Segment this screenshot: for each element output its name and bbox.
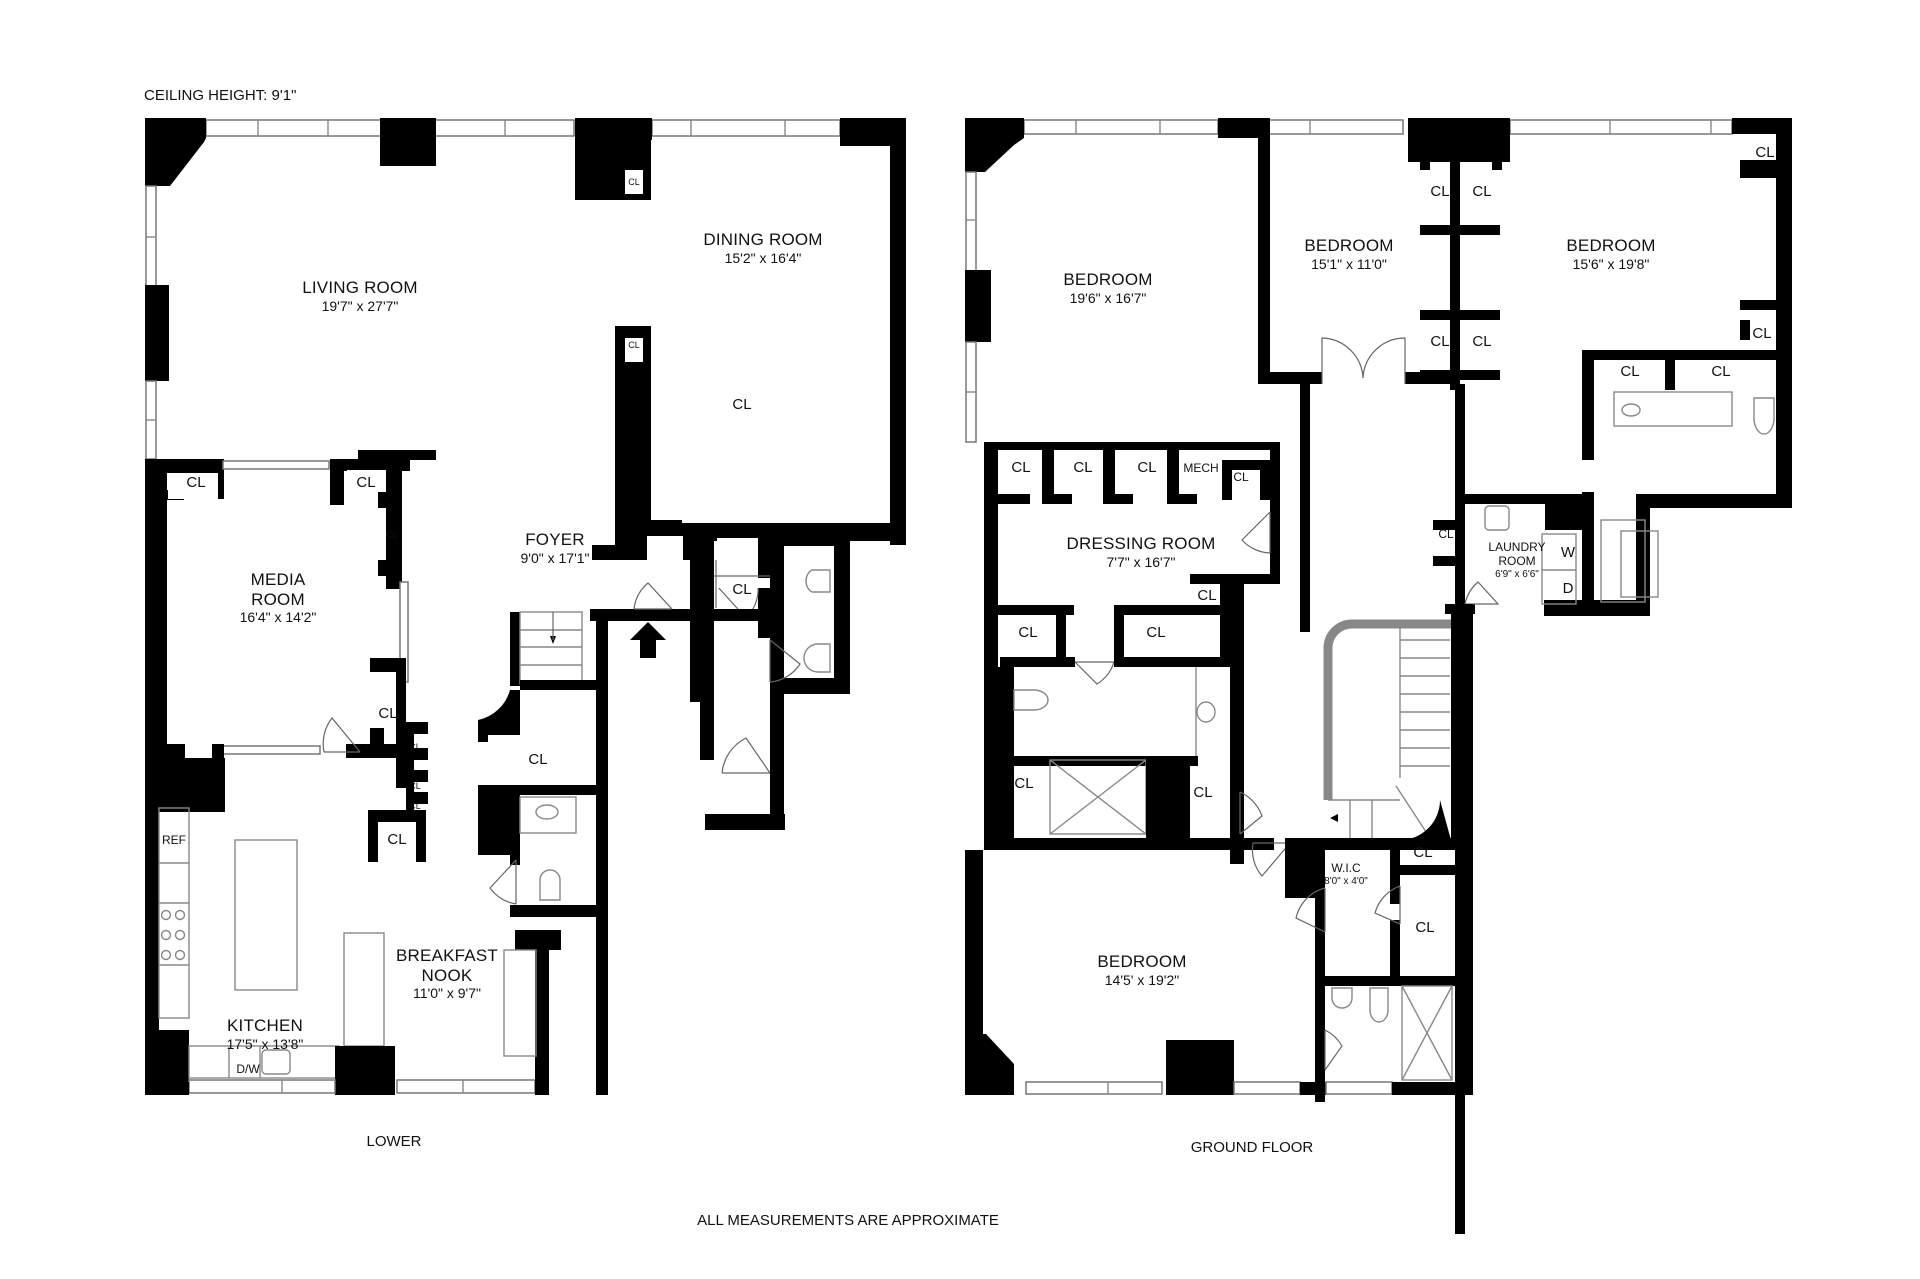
room-laundry-room: LAUNDRY ROOM 6'9" x 6'6" bbox=[1488, 540, 1546, 580]
room-name: DINING ROOM bbox=[703, 230, 823, 249]
room-dimensions: 19'7" x 27'7" bbox=[321, 297, 399, 314]
closet-label: CL bbox=[1755, 144, 1775, 161]
room-name-line1: BREAKFAST bbox=[396, 946, 498, 965]
closet-label: CL bbox=[1014, 775, 1034, 792]
room-name: BEDROOM bbox=[1097, 952, 1187, 971]
room-dimensions: 15'2" x 16'4" bbox=[724, 249, 802, 266]
closet-label: CL bbox=[1415, 919, 1435, 936]
measurements-disclaimer: ALL MEASUREMENTS ARE APPROXIMATE bbox=[697, 1212, 999, 1229]
closet-label: CL bbox=[1018, 624, 1038, 641]
room-dining-room: DINING ROOM 15'2" x 16'4" bbox=[703, 230, 822, 266]
closet-label: CL bbox=[1620, 363, 1640, 380]
room-name-line1: LAUNDRY bbox=[1488, 540, 1546, 554]
floor-title-lower: LOWER bbox=[366, 1133, 422, 1150]
closet-label: CL bbox=[387, 831, 407, 848]
closet-label: CL bbox=[1137, 459, 1157, 476]
room-name-line2: ROOM bbox=[1498, 553, 1536, 568]
room-dimensions: 8'0" x 4'0" bbox=[1324, 875, 1368, 887]
closet-label: CL bbox=[1438, 527, 1454, 541]
room-dimensions: 15'1" x 11'0" bbox=[1311, 255, 1387, 272]
closet-label: CL bbox=[356, 474, 376, 491]
refrigerator-label: REF bbox=[162, 833, 186, 847]
room-name: BEDROOM bbox=[1566, 236, 1656, 255]
room-dimensions: 14'5' x 19'2" bbox=[1104, 971, 1180, 988]
room-bedroom-3: BEDROOM 15'6" x 19'8" bbox=[1566, 236, 1655, 272]
room-name: BEDROOM bbox=[1304, 236, 1394, 255]
closet-label: CL bbox=[732, 581, 752, 598]
dishwasher-label: D/W bbox=[236, 1062, 260, 1076]
room-bedroom-4: BEDROOM 14'5' x 19'2" bbox=[1097, 952, 1186, 988]
room-name: W.I.C bbox=[1331, 861, 1361, 875]
closet-label: CL bbox=[1430, 333, 1450, 350]
closet-label: CL bbox=[1472, 333, 1492, 350]
closet-label: CL bbox=[732, 396, 752, 413]
room-breakfast-nook: BREAKFAST NOOK 11'0" x 9'7" bbox=[396, 946, 498, 1001]
room-wic: W.I.C 8'0" x 4'0" bbox=[1324, 861, 1368, 887]
room-dimensions: 6'9" x 6'6" bbox=[1495, 568, 1539, 580]
room-living-room: LIVING ROOM 19'7" x 27'7" bbox=[302, 278, 418, 314]
ceiling-height-label: CEILING HEIGHT: 9'1" bbox=[144, 87, 297, 104]
floor-title-ground: GROUND FLOOR bbox=[1190, 1139, 1314, 1156]
closet-label: CL bbox=[378, 705, 398, 722]
room-foyer: FOYER 9'0" x 17'1" bbox=[521, 530, 590, 566]
mech-label: MECH bbox=[1183, 461, 1219, 475]
room-dressing-room: DRESSING ROOM 7'7" x 16'7" bbox=[1066, 534, 1215, 570]
room-name: DRESSING ROOM bbox=[1066, 534, 1216, 553]
closet-label: CL bbox=[409, 801, 421, 811]
room-name: BEDROOM bbox=[1063, 270, 1153, 289]
closet-label: CL bbox=[628, 340, 640, 350]
closet-label: CL bbox=[1073, 459, 1093, 476]
room-media-room: MEDIA ROOM 16'4" x 14'2" bbox=[240, 570, 317, 625]
room-dimensions: 7'7" x 16'7" bbox=[1106, 553, 1176, 570]
closet-label: CL bbox=[1430, 183, 1450, 200]
closet-label: CL bbox=[1197, 587, 1217, 604]
room-dimensions: 9'0" x 17'1" bbox=[520, 549, 590, 566]
closet-label: CL bbox=[528, 751, 548, 768]
room-name-line1: MEDIA bbox=[250, 570, 306, 589]
lower-floor-plan bbox=[145, 118, 906, 1095]
closet-label: CL bbox=[1472, 183, 1492, 200]
room-bedroom-2: BEDROOM 15'1" x 11'0" bbox=[1304, 236, 1393, 272]
washer-label: W bbox=[1560, 544, 1576, 561]
ground-floor-plan bbox=[965, 118, 1792, 1234]
room-dimensions: 16'4" x 14'2" bbox=[239, 609, 317, 626]
room-dimensions: 17'5" x 13'8" bbox=[226, 1035, 304, 1052]
closet-label: CL bbox=[1711, 363, 1731, 380]
closet-label: CL bbox=[409, 781, 421, 791]
room-name-line2: NOOK bbox=[421, 965, 473, 985]
room-kitchen: KITCHEN 17'5" x 13'8" bbox=[227, 1016, 304, 1052]
closet-label: CL bbox=[186, 474, 206, 491]
closet-label: CL bbox=[1233, 470, 1249, 484]
room-bedroom-1: BEDROOM 19'6" x 16'7" bbox=[1063, 270, 1152, 306]
closet-label: CL bbox=[386, 530, 398, 540]
closet-label: CL bbox=[628, 177, 640, 187]
closet-label: CL bbox=[1752, 325, 1772, 342]
room-name: LIVING ROOM bbox=[302, 278, 418, 297]
room-dimensions: 11'0" x 9'7" bbox=[413, 985, 481, 1002]
closet-label: CL bbox=[1413, 844, 1433, 861]
dryer-label: D bbox=[1562, 580, 1574, 597]
closet-label: CL bbox=[1146, 624, 1166, 641]
room-dimensions: 19'6" x 16'7" bbox=[1069, 289, 1147, 306]
room-name: KITCHEN bbox=[226, 1016, 304, 1035]
room-name: FOYER bbox=[525, 530, 585, 549]
room-name-line2: ROOM bbox=[251, 589, 305, 609]
room-dimensions: 15'6" x 19'8" bbox=[1572, 255, 1650, 272]
closet-label: CL bbox=[409, 742, 421, 752]
closet-label: CL bbox=[1193, 784, 1213, 801]
closet-label: CL bbox=[1011, 459, 1031, 476]
